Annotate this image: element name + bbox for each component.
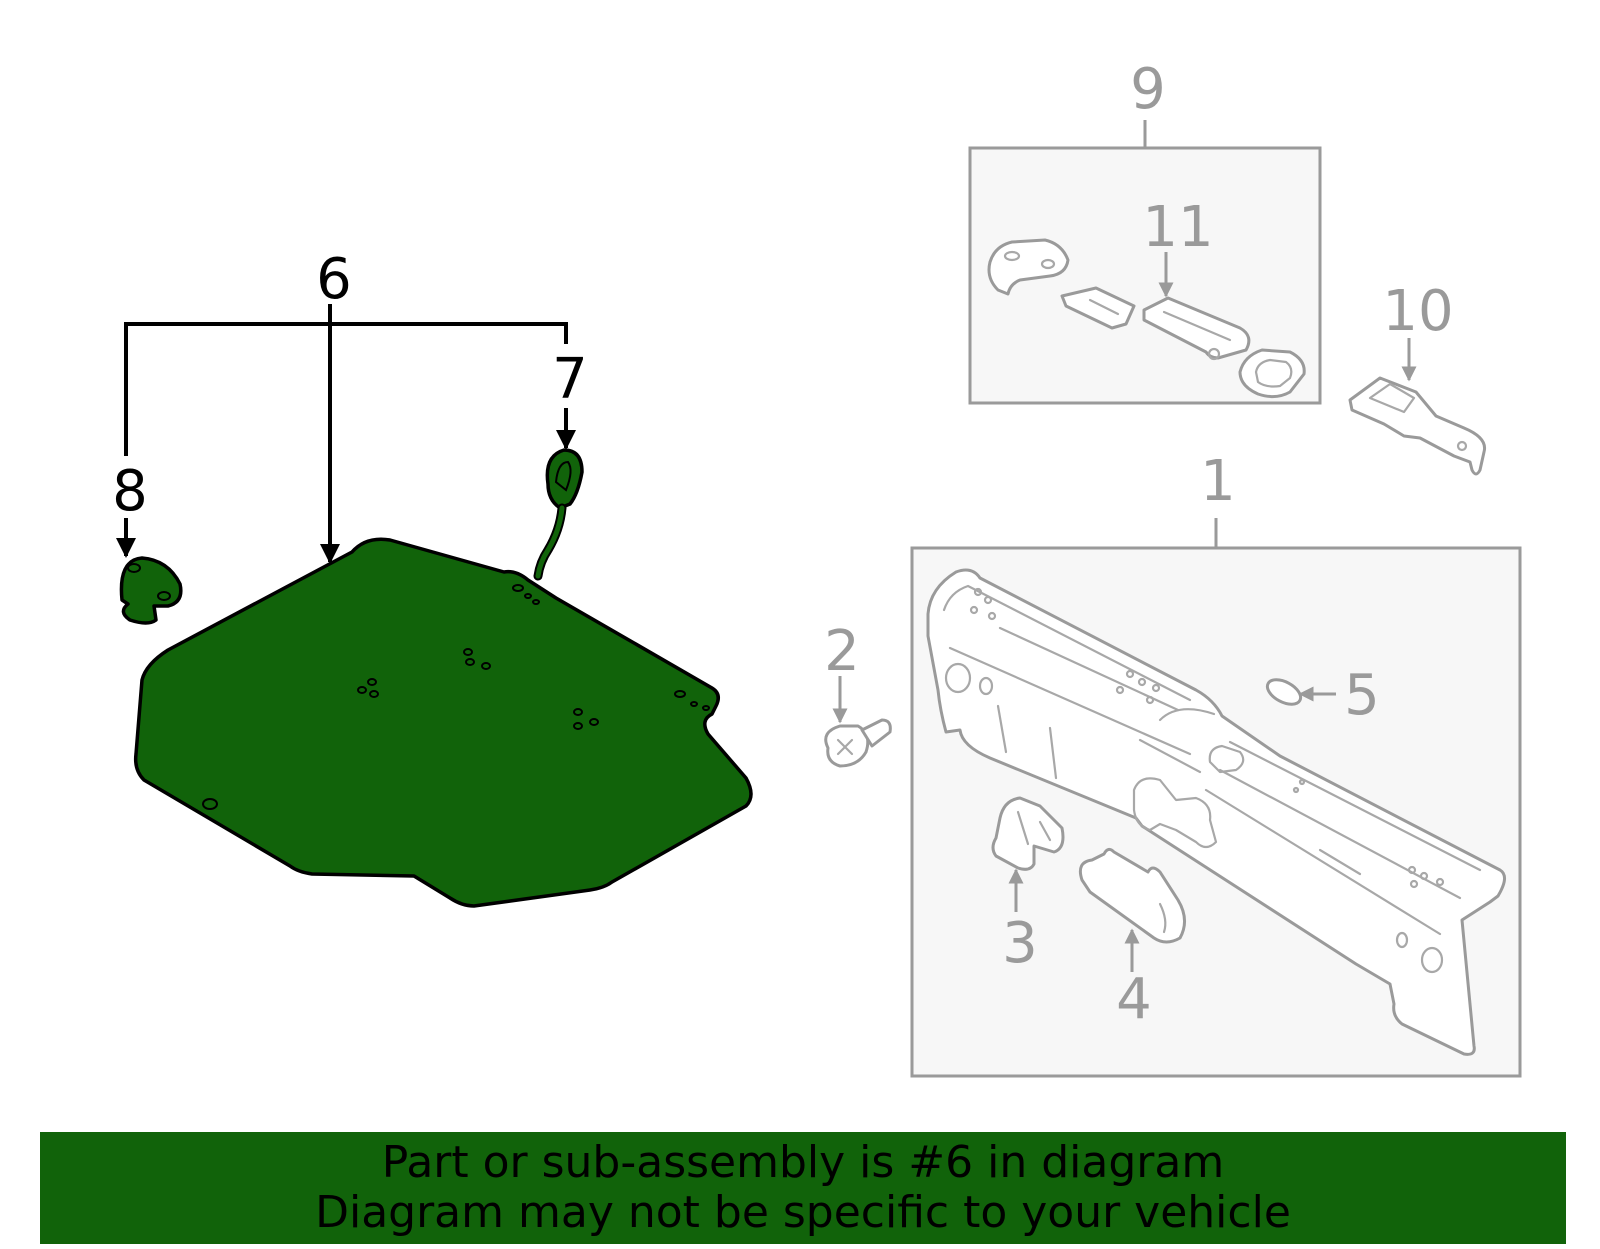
part-9-cover — [1238, 348, 1306, 399]
callout-1: 1 — [1200, 449, 1236, 514]
banner-line-1: Part or sub-assembly is #6 in diagram — [381, 1137, 1225, 1188]
callout-5: 5 — [1344, 663, 1380, 728]
callout-10: 10 — [1382, 279, 1453, 344]
banner-line-2: Diagram may not be specific to your vehi… — [315, 1187, 1291, 1238]
callout-7: 7 — [552, 347, 588, 412]
part-11-hinge — [1142, 296, 1251, 361]
part-4-plug — [1078, 847, 1186, 944]
callout-3: 3 — [1002, 911, 1038, 976]
part-9-plate — [1060, 286, 1136, 330]
callout-4: 4 — [1116, 967, 1152, 1032]
part-10-hinge — [1348, 376, 1487, 476]
callout-6: 6 — [316, 247, 352, 312]
callout-9: 9 — [1130, 57, 1166, 122]
callout-8: 8 — [112, 459, 148, 524]
info-banner: Part or sub-assembly is #6 in diagram Di… — [40, 1132, 1566, 1244]
part-8-fastener — [119, 556, 183, 625]
callout-2: 2 — [824, 619, 860, 684]
part-7-strap — [533, 448, 584, 581]
part-9-bracket — [987, 238, 1070, 296]
part-1-rear-panel — [926, 568, 1506, 1056]
callout-6-leader-lines — [124, 304, 568, 564]
part-2-bolt — [824, 718, 892, 768]
part-6-trunk-mat — [133, 537, 753, 908]
part-3-clip — [991, 796, 1065, 871]
callout-11: 11 — [1142, 195, 1213, 260]
